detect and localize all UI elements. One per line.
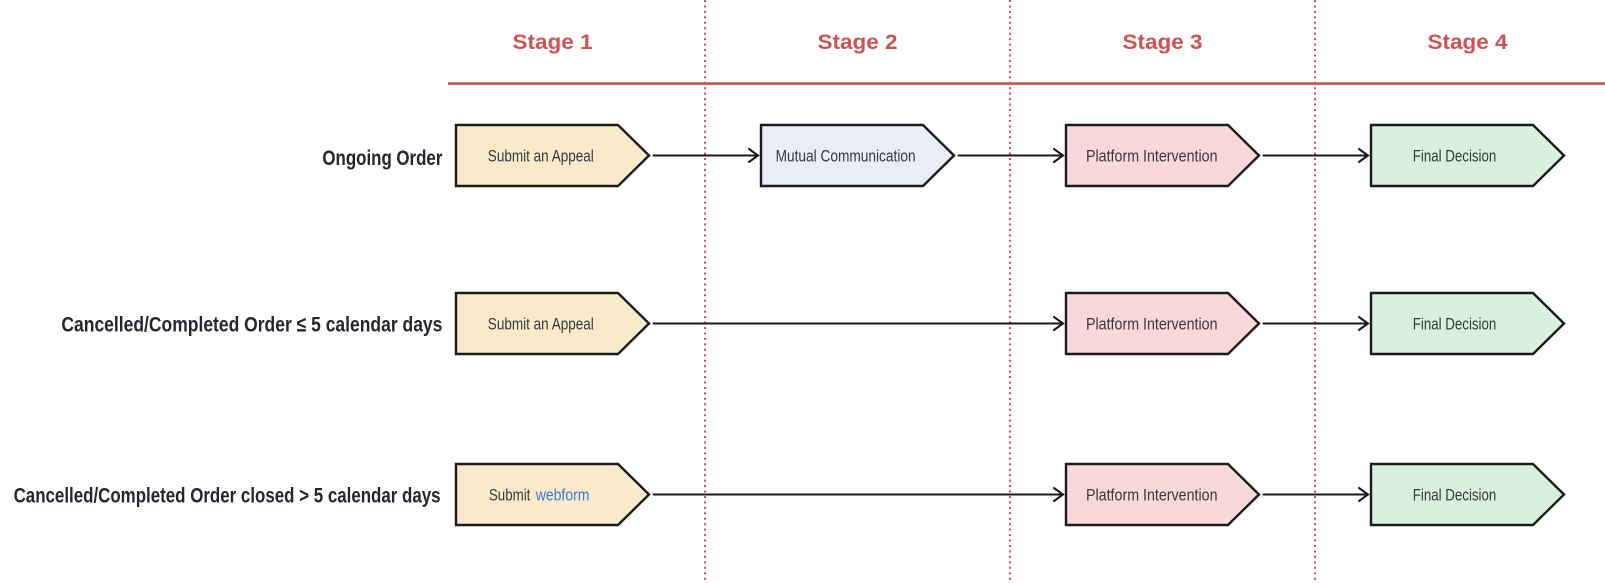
svg-text:Stage 1: Stage 1 bbox=[513, 30, 593, 54]
svg-text:Stage 3: Stage 3 bbox=[1123, 30, 1203, 54]
svg-text:Submit an Appeal: Submit an Appeal bbox=[488, 315, 594, 334]
svg-text:Submit: Submit bbox=[489, 486, 531, 505]
svg-text:Final Decision: Final Decision bbox=[1413, 315, 1497, 334]
svg-text:Mutual Communication: Mutual Communication bbox=[776, 147, 916, 166]
svg-text:Ongoing Order: Ongoing Order bbox=[322, 146, 442, 170]
svg-text:Cancelled/Completed Order clos: Cancelled/Completed Order closed > 5 cal… bbox=[14, 483, 441, 507]
svg-text:Stage 4: Stage 4 bbox=[1428, 30, 1508, 54]
svg-text:Stage 2: Stage 2 bbox=[818, 30, 898, 54]
svg-text:Platform Intervention: Platform Intervention bbox=[1086, 315, 1218, 334]
svg-text:Final Decision: Final Decision bbox=[1413, 486, 1497, 505]
svg-text:Platform Intervention: Platform Intervention bbox=[1086, 147, 1218, 166]
svg-text:webform: webform bbox=[535, 486, 590, 505]
svg-text:Final Decision: Final Decision bbox=[1413, 147, 1497, 166]
svg-text:Submit an Appeal: Submit an Appeal bbox=[488, 147, 594, 166]
svg-text:Cancelled/Completed Order ≤ 5: Cancelled/Completed Order ≤ 5 calendar d… bbox=[61, 312, 442, 336]
svg-text:Platform Intervention: Platform Intervention bbox=[1086, 486, 1218, 505]
